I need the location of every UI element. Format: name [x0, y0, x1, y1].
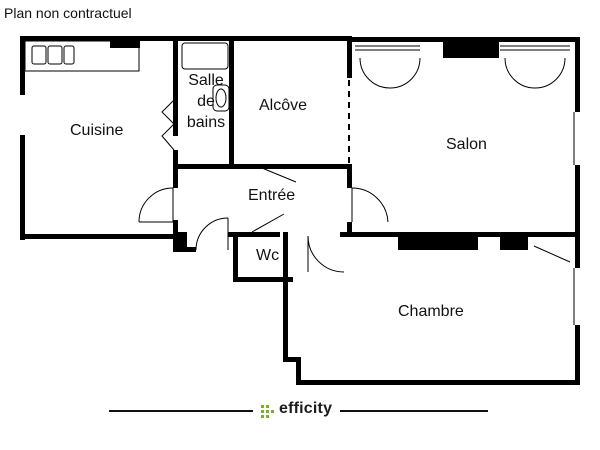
footer-line-left	[109, 410, 253, 412]
window-gaps	[20, 95, 580, 325]
bathroom-fixtures	[181, 42, 230, 112]
brand-name: efficity	[279, 400, 333, 417]
room-label-bains: bains	[186, 114, 226, 131]
door-swings	[138, 57, 571, 273]
room-label-salle: Salle	[188, 72, 224, 89]
kitchen-fixtures	[24, 40, 140, 72]
room-label-chambre: Chambre	[398, 303, 464, 320]
room-label-entree: Entrée	[248, 187, 296, 204]
room-label-salon: Salon	[446, 136, 487, 153]
room-label-cuisine: Cuisine	[70, 122, 124, 139]
room-label-salle-de-bains: Salle de bains	[183, 70, 229, 133]
windows	[20, 45, 580, 325]
efficity-logo-icon	[261, 405, 274, 418]
room-label-wc: Wc	[256, 247, 280, 264]
brand-logo: efficity	[259, 400, 332, 418]
footer-line-right	[340, 410, 488, 412]
disclaimer-text: Plan non contractuel	[4, 5, 132, 21]
room-label-alcove: Alcôve	[259, 97, 308, 114]
room-label-de: de	[197, 93, 215, 110]
walls	[20, 36, 580, 385]
